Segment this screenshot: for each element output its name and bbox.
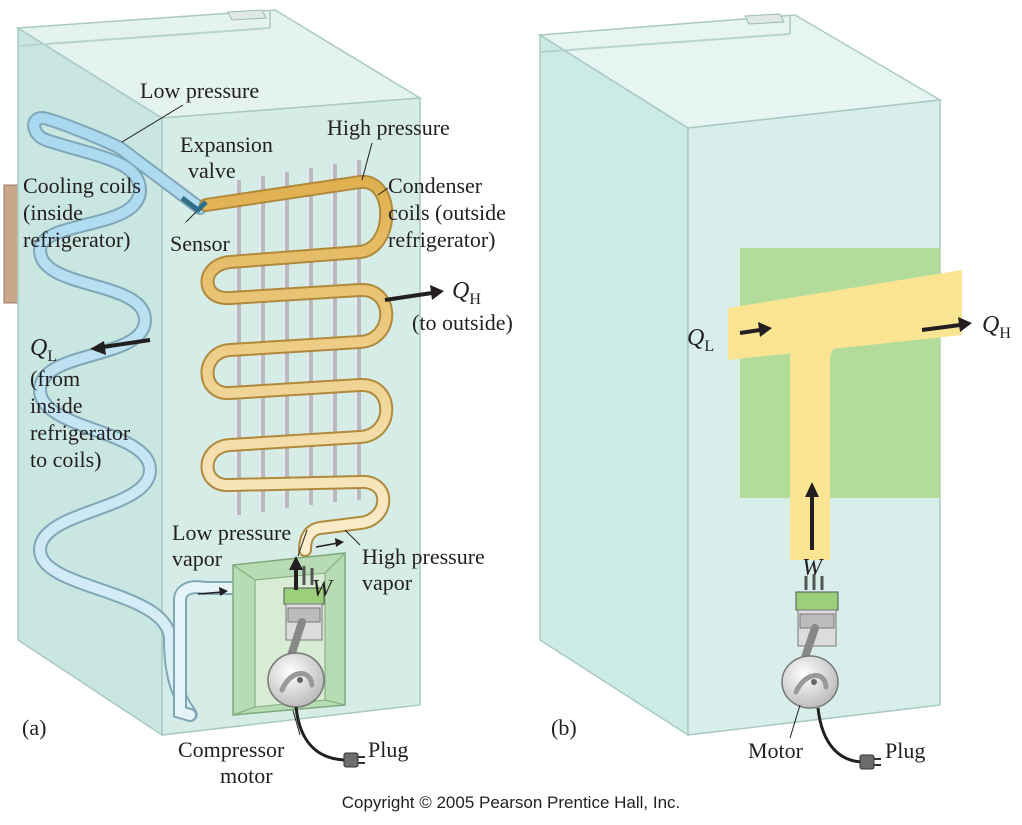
label-high-pressure: High pressure — [327, 115, 450, 140]
label-low-pressure-vapor: Low pressure — [172, 520, 291, 545]
ql-arrowhead-b — [758, 322, 772, 337]
label-coils-outside: coils (outside — [388, 200, 506, 225]
heat-flow-diagram — [728, 248, 962, 560]
label-refrigerator-out: refrigerator) — [388, 227, 495, 252]
label-expansion: Expansion — [180, 132, 273, 157]
arrows-b — [739, 317, 972, 550]
label-cooling-coils: Cooling coils — [23, 173, 141, 198]
qh-symbol-a: Q — [452, 278, 469, 304]
ql-symbol-b: Q — [687, 325, 704, 351]
motor-icon — [781, 574, 839, 709]
labels-b: QL QH W (b) Motor Plug — [551, 312, 1011, 763]
label-motor-b: Motor — [748, 738, 804, 763]
work-band — [790, 322, 940, 560]
condenser-coils — [199, 175, 394, 557]
label-qh-a: QH — [452, 278, 481, 308]
labels-a: Low pressure Expansion valve High pressu… — [22, 78, 513, 788]
label-inside-2: inside — [30, 393, 83, 418]
label-qh-b: QH — [982, 312, 1011, 342]
panel-b: QL QH W (b) Motor Plug — [537, 13, 1011, 770]
label-to-coils: to coils) — [30, 447, 102, 472]
qh-arrowhead-a — [430, 285, 444, 300]
copyright-text: Copyright © 2005 Pearson Prentice Hall, … — [342, 793, 681, 812]
ql-sub-a: L — [47, 348, 57, 365]
label-compressor: Compressor — [178, 737, 285, 762]
w-arrowhead-a — [289, 556, 303, 570]
qh-sub-a: H — [469, 291, 481, 308]
qh-sub-b: H — [999, 325, 1011, 342]
label-valve: valve — [188, 158, 236, 183]
label-high-pressure-vapor: High pressure — [362, 544, 485, 569]
label-ql-a: QL — [30, 335, 57, 365]
label-sensor: Sensor — [170, 231, 231, 256]
label-condenser: Condenser — [388, 173, 483, 198]
ql-sub-b: L — [704, 338, 714, 355]
electric-plug-icon — [294, 706, 365, 768]
cooling-coils — [27, 110, 252, 722]
heat-band — [728, 270, 962, 360]
label-w-a: W — [312, 576, 334, 602]
label-plug-a: Plug — [368, 737, 408, 762]
label-vapor-high: vapor — [362, 570, 413, 595]
panel-label-b: (b) — [551, 715, 577, 740]
leader-lines-b — [789, 704, 801, 739]
label-plug-b: Plug — [885, 738, 925, 763]
label-motor-a: motor — [220, 763, 273, 788]
label-vapor-low: vapor — [172, 546, 223, 571]
label-refrigerator-2: refrigerator — [30, 420, 131, 445]
ql-arrowhead-a — [90, 341, 106, 355]
label-ql-b: QL — [687, 325, 714, 355]
label-inside: (inside — [23, 200, 83, 225]
piston-compressor-icon — [267, 566, 325, 708]
panel-label-a: (a) — [22, 715, 46, 740]
qh-arrowhead-b — [958, 317, 972, 332]
expansion-valve — [180, 196, 208, 223]
label-from: (from — [30, 366, 80, 391]
label-w-b: W — [802, 555, 824, 581]
qh-symbol-b: Q — [982, 312, 999, 338]
w-arrowhead-b — [805, 482, 819, 497]
ql-symbol-a: Q — [30, 335, 47, 361]
fridge-side-b — [539, 33, 689, 737]
label-refrigerator-in: refrigerator) — [23, 227, 130, 252]
electric-plug-icon-b — [816, 707, 881, 770]
arrows-a — [90, 285, 444, 596]
label-to-outside: (to outside) — [412, 310, 513, 335]
panel-a: Low pressure Expansion valve High pressu… — [3, 9, 513, 788]
label-low-pressure: Low pressure — [140, 78, 259, 103]
